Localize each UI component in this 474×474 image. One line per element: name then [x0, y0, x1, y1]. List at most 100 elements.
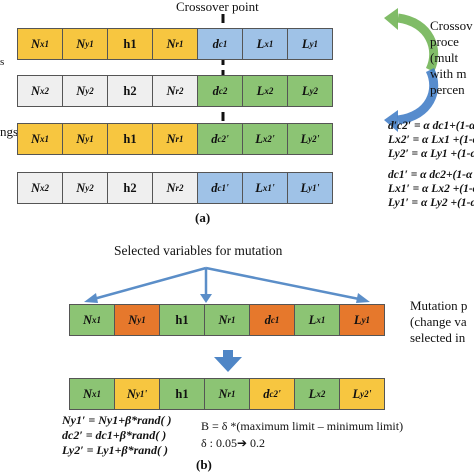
gene-symbol: d [212, 36, 219, 51]
gene-prime: ' [225, 182, 229, 194]
gene-symbol: L [256, 83, 265, 98]
gene-cell: h1 [159, 304, 205, 336]
gene-cell: h2 [107, 172, 153, 204]
gene-subscript: y1 [137, 315, 146, 325]
gene-symbol: N [76, 36, 86, 51]
gene-symbol: N [166, 131, 176, 146]
gene-cell: h1 [159, 378, 205, 410]
gene-subscript: c2 [218, 86, 228, 96]
gene-subscript: x2 [40, 86, 50, 96]
gene-subscript: r1 [175, 134, 184, 144]
gene-subscript: r2 [175, 183, 184, 193]
side-text-a-3: with m [430, 66, 467, 81]
gene-symbol: N [126, 386, 136, 401]
gene-prime: ' [316, 182, 320, 194]
gene-subscript: y2 [308, 134, 317, 144]
gene-subscript: x2 [262, 134, 272, 144]
gene-symbol: N [30, 131, 41, 146]
gene-subscript: x1 [40, 39, 50, 49]
gene-symbol: L [300, 180, 309, 195]
side-text-b-0: Mutation p [410, 298, 468, 313]
gene-symbol: L [256, 36, 265, 51]
gene-subscript: c1 [218, 39, 228, 49]
gene-subscript: y1 [308, 183, 317, 193]
gene-subscript: x2 [264, 86, 274, 96]
gene-prime: ' [368, 388, 372, 400]
equation-b-0: Ny1′ = Ny1+β*rand( ) [62, 413, 172, 427]
selected-variables-label: Selected variables for mutation [114, 243, 283, 258]
gene-subscript: y2 [85, 86, 94, 96]
gene-subscript: r1 [227, 389, 236, 399]
equation-a1-1: Lx2′ = α Lx1 +(1-α [388, 134, 474, 146]
gene-symbol: N [166, 83, 176, 98]
gene-symbol: L [353, 312, 362, 327]
equation-a1-2: Ly2′ = α Ly1 +(1-α [388, 148, 474, 160]
gene-symbol: d [211, 180, 218, 195]
gene-subscript: c2 [269, 389, 278, 399]
gene-symbol: N [76, 180, 86, 195]
gene-symbol: N [76, 131, 86, 146]
gene-subscript: y2 [309, 86, 319, 96]
gene-symbol: L [308, 312, 317, 327]
gene-symbol: N [30, 83, 41, 98]
gene-cell: h2 [107, 75, 153, 107]
gene-cell: h1 [107, 123, 153, 155]
swap-arrow-bottom-icon [397, 67, 439, 125]
gene-cell: h1 [107, 28, 153, 60]
gene-subscript: c2 [217, 134, 226, 144]
equation-a1-0: d′c2′ = α dc1+(1-α [388, 120, 474, 132]
gene-symbol: N [166, 180, 176, 195]
equation-b-2: Ly2′ = Ly1+β*rand( ) [62, 443, 168, 457]
gene-symbol: N [82, 312, 93, 327]
label-b: (b) [196, 457, 212, 472]
gene-subscript: c1 [217, 183, 226, 193]
gene-subscript: y2 [85, 183, 94, 193]
label-a: (a) [195, 210, 211, 225]
gene-prime: ' [316, 133, 320, 145]
gene-subscript: y2 [360, 389, 369, 399]
gene-subscript: x1 [316, 315, 326, 325]
equation-b-1: dc2′ = dc1+β*rand( ) [62, 428, 167, 442]
gene-subscript: r1 [175, 39, 184, 49]
gene-subscript: y1 [135, 389, 145, 399]
side-text-a-4: percen [430, 82, 465, 97]
gene-prime: ' [271, 133, 275, 145]
gene-prime: ' [144, 388, 148, 400]
side-text-b-1: (change va [410, 314, 467, 329]
gene-symbol: L [300, 131, 309, 146]
equation-a2-1: Lx1′ = α Lx2 +(1-α [388, 183, 474, 195]
gene-subscript: x1 [92, 315, 102, 325]
gene-symbol: h2 [123, 180, 137, 195]
mutation-arrow-3 [205, 266, 365, 302]
gene-symbol: N [218, 386, 228, 401]
gene-symbol: N [82, 386, 93, 401]
gene-subscript: y1 [309, 39, 319, 49]
gene-subscript: r1 [227, 315, 236, 325]
gene-symbol: N [30, 180, 41, 195]
gene-symbol: N [128, 312, 138, 327]
